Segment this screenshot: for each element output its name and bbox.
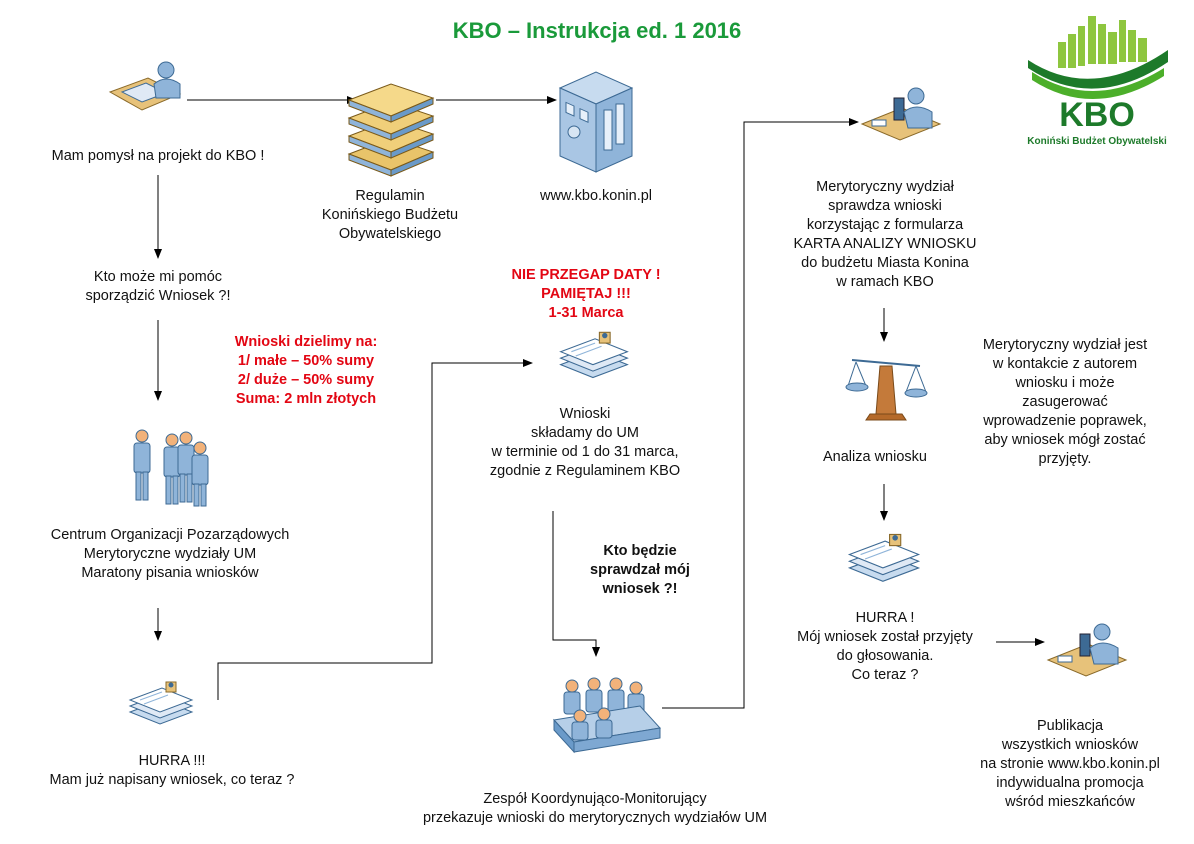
label-submit: Wnioski składamy do UM w terminie od 1 d… <box>489 406 681 479</box>
logo-letters: KBO <box>1059 96 1135 134</box>
building-icon <box>558 71 634 173</box>
label-accepted: HURRA ! Mój wniosek został przyjęty do g… <box>797 610 973 683</box>
scales-icon <box>845 359 928 421</box>
kbo-logo: KBO Koniński Budżet Obywatelski <box>1027 16 1168 147</box>
label-idea: Mam pomysł na projekt do KBO ! <box>51 148 265 164</box>
label-dept-check: Merytoryczny wydział sprawdza wnioski ko… <box>793 179 977 290</box>
people-group-icon <box>133 429 209 507</box>
label-website: www.kbo.konin.pl <box>539 188 653 204</box>
label-written: HURRA !!! Mam już napisany wniosek, co t… <box>49 753 295 788</box>
logo-subtitle: Koniński Budżet Obywatelski <box>1027 136 1167 147</box>
label-publication: Publikacja wszystkich wniosków na stroni… <box>980 718 1160 810</box>
label-deadline: NIE PRZEGAP DATY ! PAMIĘTAJ !!! 1-31 Mar… <box>511 267 661 321</box>
label-split: Wnioski dzielimy na: 1/ małe – 50% sumy … <box>234 334 378 407</box>
label-contact: Merytoryczny wydział jest w kontakcie z … <box>982 337 1148 467</box>
document-form-icon <box>128 681 194 725</box>
label-who-checks: Kto będzie sprawdzał mój wniosek ?! <box>590 543 690 597</box>
person-at-computer-icon <box>1046 623 1128 677</box>
label-team: Zespół Koordynująco-Monitorujący przekaz… <box>422 791 768 826</box>
arrow-written-submit <box>217 359 533 700</box>
arrow-team-dept <box>662 118 859 709</box>
label-regulamin: Regulamin Konińskiego Budżetu Obywatelsk… <box>321 188 459 242</box>
person-at-computer-icon <box>860 87 942 141</box>
label-centers: Centrum Organizacji Pozarządowych Meryto… <box>50 527 290 581</box>
person-at-computer-icon <box>108 61 182 111</box>
label-analysis: Analiza wniosku <box>823 449 927 465</box>
label-help: Kto może mi pomóc sporządzić Wniosek ?! <box>85 269 231 304</box>
page-title: KBO – Instrukcja ed. 1 2016 <box>452 18 742 43</box>
documents-stack-icon <box>347 83 435 177</box>
meeting-table-icon <box>553 677 661 754</box>
document-form-icon <box>559 331 629 379</box>
arrow-submit-team <box>552 511 600 657</box>
document-form-icon <box>847 533 921 582</box>
